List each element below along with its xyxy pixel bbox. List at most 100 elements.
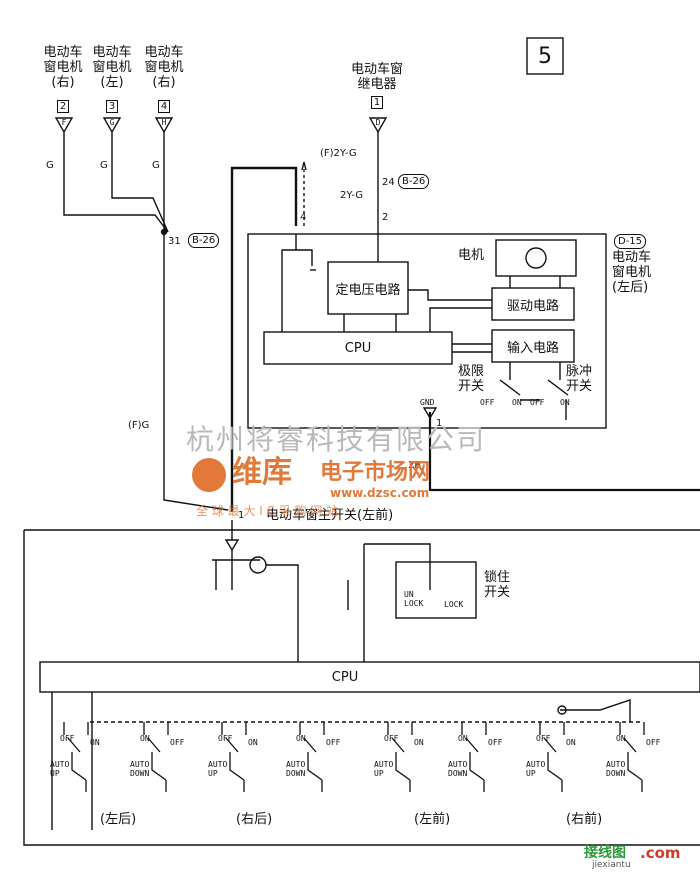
main-switch-name: 电动车窗主开关(左前) [266, 508, 394, 523]
switch-blade [143, 722, 169, 792]
lock-label: LOCK [444, 600, 464, 609]
switch-blade [619, 722, 645, 792]
watermark-company: 杭州将睿科技有限公司 [186, 423, 487, 456]
motor-unit-box [247, 233, 607, 429]
connector-f-icon [54, 117, 74, 134]
switch-state-b: ON [566, 738, 576, 747]
switch-auto-label: AUTO UP [374, 760, 394, 778]
limit-on: ON [512, 398, 522, 407]
watermark-slogan: 全 球 最 大 I C 采 购 网 站 [196, 504, 339, 518]
main-cpu-label: CPU [331, 669, 359, 685]
pin-1: 1 [371, 96, 383, 109]
watermark-brand2: 电子市场网 [320, 460, 431, 485]
switch-blade [539, 722, 565, 792]
switch-auto-label: AUTO UP [526, 760, 546, 778]
pin-2: 2 [57, 100, 69, 113]
watermark-brand: 维库 [232, 455, 292, 490]
switch-state-a: OFF [60, 734, 75, 743]
switch-state-a: ON [296, 734, 306, 743]
right-motor-label-2: 电动车 窗电机 (右) [144, 45, 184, 90]
unlock-label: UN LOCK [404, 590, 424, 608]
lock-switch-label: 锁住 开关 [484, 570, 511, 600]
terminal-d: D [375, 118, 381, 127]
footer-logo: 接线图 [584, 845, 626, 861]
pulse-off: OFF [530, 398, 545, 407]
page-number-box [526, 37, 564, 75]
wire-fg: (F)G [128, 420, 150, 431]
switch-blade [387, 722, 413, 792]
pin-2b: 2B [408, 460, 422, 471]
switch-auto-label: AUTO DOWN [606, 760, 626, 778]
position-right-rear: (右后) [236, 812, 273, 827]
position-left-front: (左前) [414, 812, 451, 827]
connector-h-icon [154, 117, 174, 134]
motor-icon [525, 247, 547, 269]
left-motor-label: 电动车 窗电机 (左) [92, 45, 132, 90]
footer-url: jiexiantu [592, 860, 631, 870]
switch-auto-label: AUTO DOWN [286, 760, 306, 778]
main-switch-box [23, 529, 700, 846]
switch-blade [221, 722, 247, 792]
connector-g-icon [102, 117, 122, 134]
const-voltage-label: 定电压电路 [335, 282, 401, 298]
switch-state-b: ON [414, 738, 424, 747]
pin-3: 3 [106, 100, 118, 113]
terminal-f: F [61, 118, 67, 127]
input-circuit-label: 输入电路 [506, 340, 559, 356]
pin-1-gnd: 1 [436, 418, 443, 429]
switch-state-a: ON [616, 734, 626, 743]
switch-auto-label: AUTO UP [208, 760, 228, 778]
switch-auto-label: AUTO DOWN [448, 760, 468, 778]
wire-relay-mid: 2Y-G [340, 190, 364, 201]
gnd-label: GND [420, 398, 435, 407]
switch-state-a: OFF [218, 734, 233, 743]
switch-auto-label: AUTO DOWN [130, 760, 150, 778]
splice-24: 24 [382, 177, 395, 188]
limit-switch-label: 极限 开关 [458, 364, 485, 394]
switch-blade [461, 722, 487, 792]
splice-31: 31 [168, 236, 181, 247]
terminal-h: H [161, 118, 167, 127]
pin-1-switch: 1 [238, 510, 245, 521]
switch-state-a: OFF [536, 734, 551, 743]
switch-state-a: ON [458, 734, 468, 743]
switch-blade [299, 722, 325, 792]
position-right-front: (右前) [566, 812, 603, 827]
position-left-rear: (左后) [100, 812, 137, 827]
switch-state-b: OFF [488, 738, 503, 747]
wire-g-3: G [152, 160, 160, 171]
switch-state-b: ON [90, 738, 100, 747]
wire-g-2: G [100, 160, 108, 171]
pin-4-unit: 4 [300, 212, 307, 223]
limit-off: OFF [480, 398, 495, 407]
pin-2-relay: 2 [382, 212, 389, 223]
motor-unit-ref: D-15 [614, 234, 647, 249]
switch-state-b: OFF [170, 738, 185, 747]
drive-circuit-label: 驱动电路 [506, 298, 559, 314]
page-number: 5 [538, 43, 552, 69]
switch-state-a: ON [140, 734, 150, 743]
ref-b26-2: B-26 [188, 233, 220, 248]
footer-com: .com [640, 844, 681, 862]
watermark-url: www.dzsc.com [330, 486, 430, 500]
pulse-on: ON [560, 398, 570, 407]
relay-label: 电动车窗 继电器 [350, 62, 404, 92]
pulse-switch-label: 脉冲 开关 [566, 364, 593, 394]
pin-4: 4 [158, 100, 170, 113]
right-motor-label: 电动车 窗电机 (右) [43, 45, 83, 90]
motor-unit-name: 电动车 窗电机 (左后) [612, 250, 652, 295]
switch-state-b: ON [248, 738, 258, 747]
switch-state-a: OFF [384, 734, 399, 743]
connector-d-icon [368, 117, 388, 134]
unit-cpu-label: CPU [344, 340, 372, 356]
switch-state-b: OFF [326, 738, 341, 747]
watermark-logo-icon [192, 458, 226, 492]
switch-auto-label: AUTO UP [50, 760, 70, 778]
wire-relay-top: (F)2Y-G [320, 148, 357, 159]
wire-g-1: G [46, 160, 54, 171]
switch-state-b: OFF [646, 738, 661, 747]
ref-b26: B-26 [398, 174, 430, 189]
motor-label: 电机 [458, 248, 485, 263]
switch-blade [63, 722, 89, 792]
